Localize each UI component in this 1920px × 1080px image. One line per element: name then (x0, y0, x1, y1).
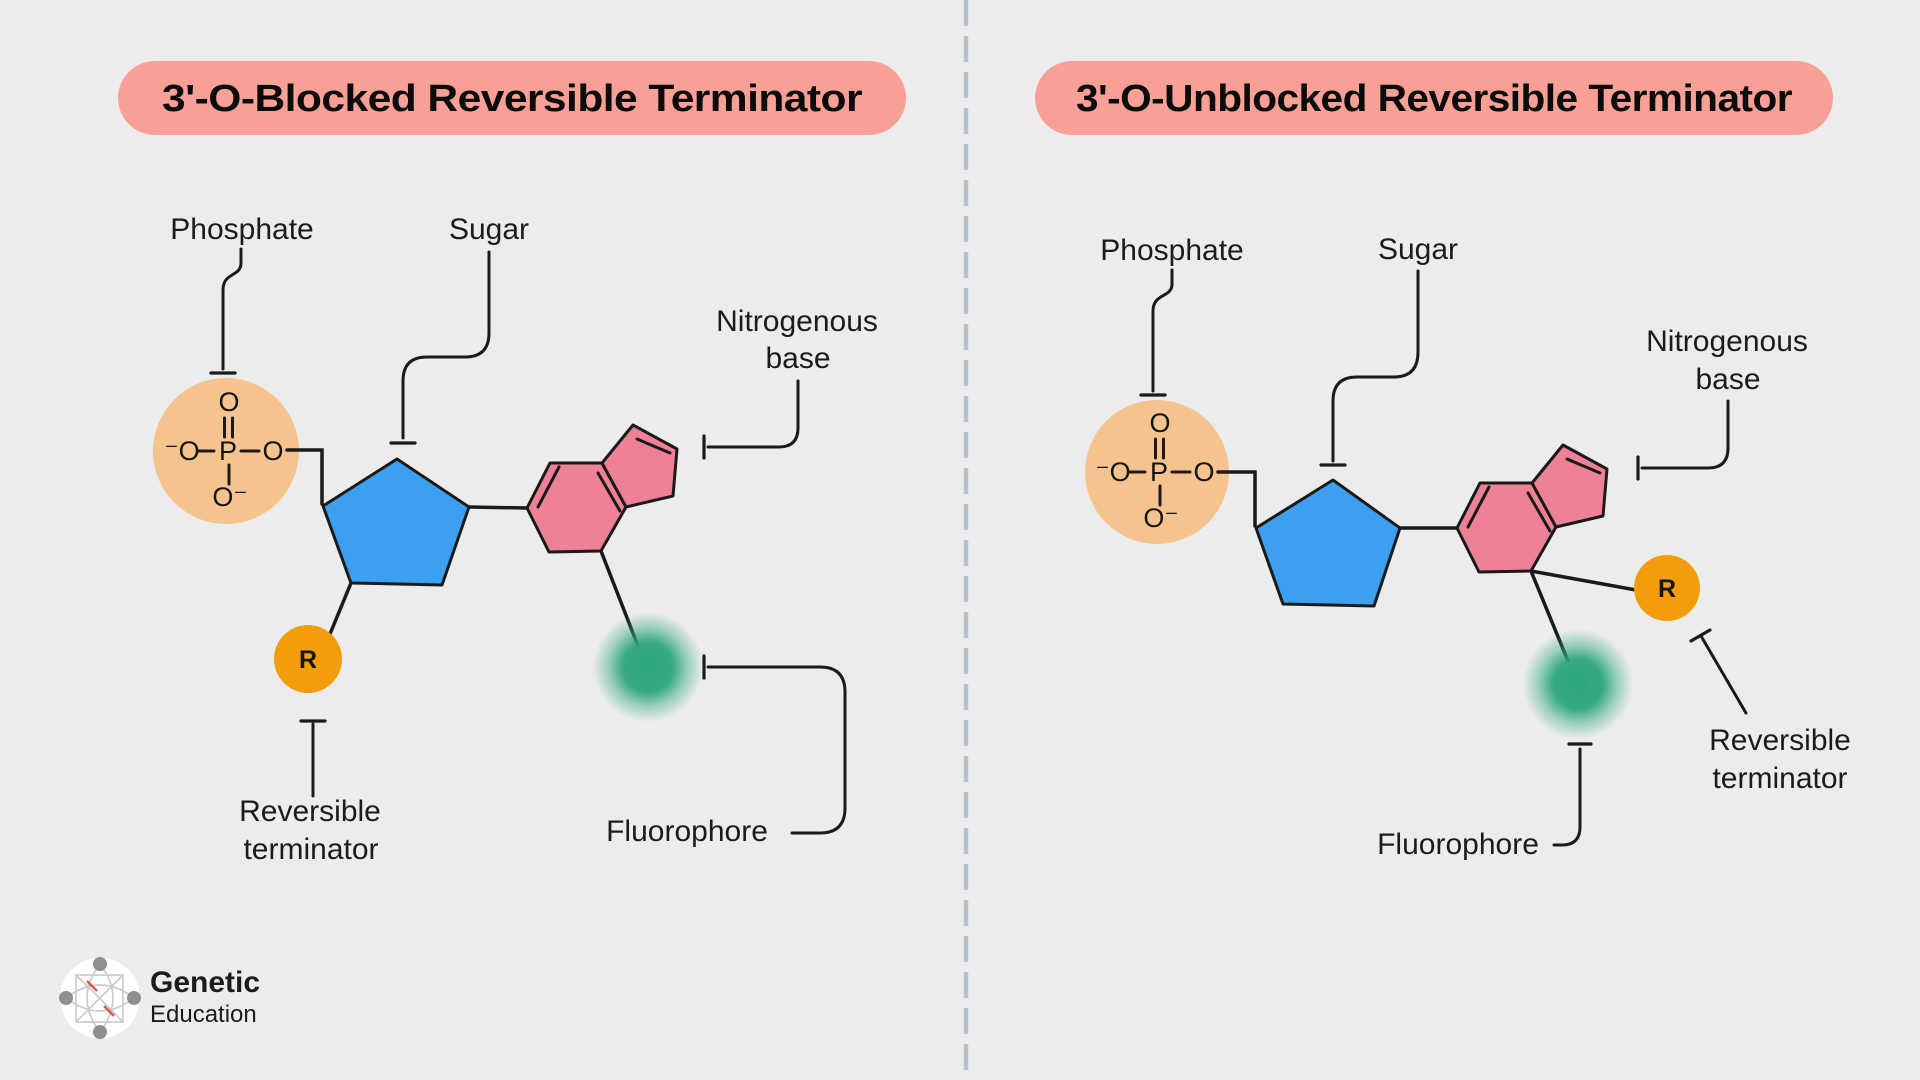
right-nitrogenous-base-label-line1: Nitrogenous (1646, 325, 1808, 358)
left-fluorophore-glow (593, 612, 703, 722)
left-panel: 3'-O-Blocked Reversible Terminator Phosp… (118, 61, 906, 866)
phosphorus-atom: P (1150, 457, 1168, 487)
left-base-double-bond-1 (536, 465, 561, 509)
left-r-group-circle (274, 625, 342, 693)
left-phosphate-pointer-line (221, 247, 243, 371)
right-fluorophore-glow (1523, 629, 1633, 739)
right-fluorophore-pointer-line (1552, 747, 1582, 847)
phosphorus-atom: P (219, 436, 237, 466)
right-reversible-terminator-pointer-tip (1689, 628, 1712, 643)
right-r-group-circle (1634, 555, 1700, 621)
oxygen-left-atom: ⁻O (164, 436, 199, 466)
left-sugar-base-bond (467, 505, 529, 510)
left-phosphate-structure: O ⁻O P O O⁻ (164, 387, 283, 512)
left-base-pentagon-ring (600, 423, 679, 509)
left-base-double-bond-3 (635, 437, 672, 455)
left-sugar-pentagon (321, 457, 471, 587)
right-reversible-terminator-label-line1: Reversible (1709, 724, 1851, 757)
right-panel: 3'-O-Unblocked Reversible Terminator Pho… (1035, 61, 1851, 861)
left-nitrogenous-base-label-line1: Nitrogenous (716, 305, 878, 338)
left-r-group-letter: R (299, 646, 317, 674)
right-base-double-bond-3 (1565, 457, 1602, 475)
left-base-double-bond-2 (596, 471, 622, 513)
left-phosphate-sugar-bond (285, 448, 324, 506)
left-reversible-terminator-label-line2: terminator (243, 833, 378, 866)
left-sugar-label: Sugar (449, 213, 529, 246)
left-title-pill (118, 61, 906, 135)
oxygen-right-atom: O (1193, 457, 1214, 487)
left-sugar-pointer-line (401, 250, 491, 440)
left-fluorophore-label: Fluorophore (606, 815, 768, 848)
brand-name-line2: Education (150, 1001, 257, 1028)
oxygen-bottom-atom: O⁻ (1143, 503, 1178, 533)
oxygen-top-atom: O (1149, 408, 1170, 438)
left-reversible-terminator-label-line1: Reversible (239, 795, 381, 828)
right-r-group-letter: R (1658, 575, 1676, 603)
brand-logo: Genetic Education (59, 957, 260, 1039)
right-base-r-bond (1529, 569, 1638, 592)
left-fluorophore-pointer-line (706, 665, 847, 835)
right-phosphate-label: Phosphate (1100, 234, 1243, 267)
left-phosphate-label: Phosphate (170, 213, 313, 246)
right-panel-title: 3'-O-Unblocked Reversible Terminator (1076, 78, 1793, 120)
right-title-pill (1035, 61, 1833, 135)
oxygen-right-atom: O (262, 436, 283, 466)
oxygen-left-atom: ⁻O (1095, 457, 1130, 487)
right-sugar-label: Sugar (1378, 233, 1458, 266)
logo-mark-pattern (59, 957, 141, 1039)
right-phosphate-circle (1085, 400, 1229, 544)
right-phosphate-structure: O ⁻O P O O⁻ (1095, 408, 1214, 533)
right-sugar-pointer-line (1331, 269, 1420, 463)
right-base-double-bond-1 (1466, 485, 1491, 529)
left-sugar-r-bond (328, 581, 353, 636)
oxygen-top-atom: O (218, 387, 239, 417)
brand-name-line1: Genetic (150, 966, 260, 999)
right-sugar-pentagon (1254, 478, 1402, 608)
left-panel-title: 3'-O-Blocked Reversible Terminator (162, 78, 863, 120)
right-base-pentagon-ring (1530, 443, 1609, 529)
left-nitrogenous-base-pointer-line (706, 379, 800, 449)
oxygen-bottom-atom: O⁻ (212, 482, 247, 512)
right-reversible-terminator-label-line2: terminator (1712, 762, 1847, 795)
left-phosphate-circle (153, 378, 299, 524)
right-nitrogenous-base-label-line2: base (1695, 363, 1760, 396)
right-nitrogenous-base-pointer-line (1640, 399, 1730, 470)
right-phosphate-pointer-line (1151, 268, 1174, 393)
right-fluorophore-label: Fluorophore (1377, 828, 1539, 861)
right-reversible-terminator-pointer-line (1699, 634, 1748, 715)
right-phosphate-sugar-bond (1216, 470, 1257, 528)
left-nitrogenous-base-label-line2: base (765, 342, 830, 375)
right-base-double-bond-2 (1526, 491, 1552, 533)
